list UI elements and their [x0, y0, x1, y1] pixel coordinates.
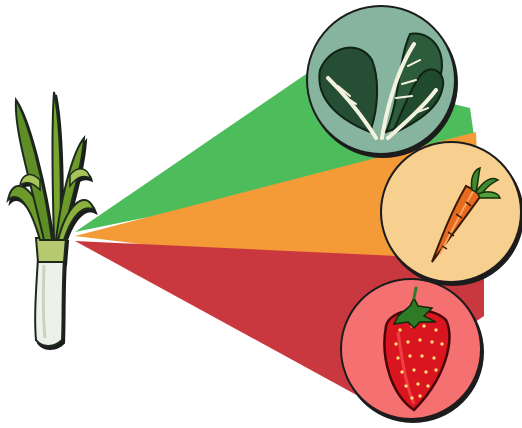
leek-icon — [8, 92, 94, 346]
chard-target — [307, 6, 455, 154]
strawberry-target — [341, 279, 481, 419]
carrot-target — [381, 142, 521, 282]
